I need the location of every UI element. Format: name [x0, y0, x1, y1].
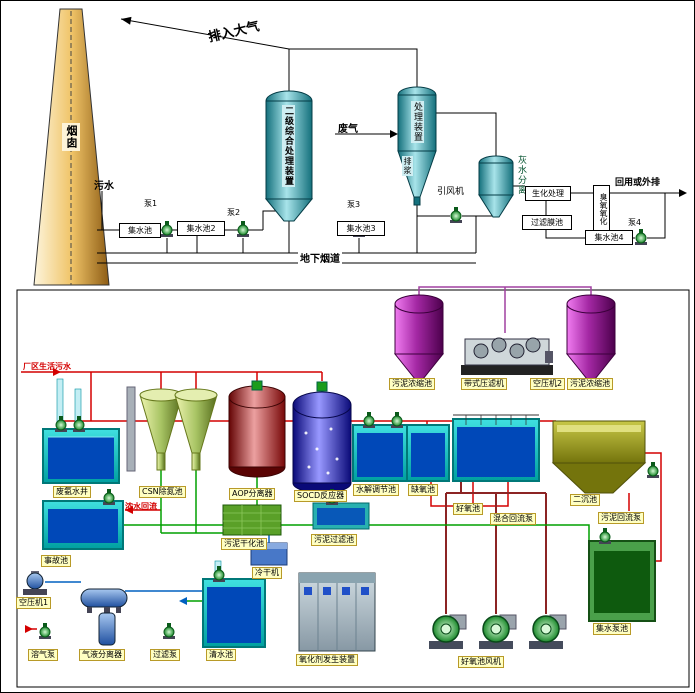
up-arrow-icon	[121, 16, 132, 25]
chimney-label: 烟囱	[62, 123, 80, 151]
aerobic-blowers-shape	[429, 614, 567, 649]
pump3-label: 泵3	[347, 200, 361, 209]
reuse-discharge-label: 回用或外排	[615, 178, 661, 188]
belt-press-shape	[461, 337, 553, 375]
air-compressor1-label: 空压机1	[16, 597, 52, 609]
sludge-thickener-left-shape	[393, 294, 445, 380]
belt-press-label: 带式压滤机	[461, 378, 507, 390]
cold-dryer-label: 冷干机	[252, 567, 282, 579]
csn-tank-shape	[126, 386, 218, 472]
waste-gas-label: 废气	[338, 124, 358, 135]
right-arrow-icon	[679, 189, 687, 197]
socd-reactor-shape	[292, 381, 352, 494]
sludge-filter-tank-shape	[312, 502, 370, 530]
secondary-clarifier-shape	[551, 420, 647, 494]
sludge-thickener-left-label: 污泥浓缩池	[389, 378, 435, 390]
hydrolysis-tank-label: 水解调节池	[353, 484, 399, 496]
sludge-drying-tank-shape	[222, 504, 282, 536]
pump-icon	[634, 228, 648, 246]
ash-separator-label: 灰水分离	[516, 155, 526, 195]
sump1-box: 集水池	[119, 223, 161, 238]
underground-flue-label: 地下烟道	[298, 250, 342, 265]
anoxic-tank-shape	[406, 424, 450, 482]
slurry-discharge-label: 排浆	[402, 156, 413, 176]
mixed-return-pump-label: 混合回流泵	[490, 513, 536, 525]
accident-tank-shape	[42, 500, 124, 550]
magenta-piping	[418, 286, 592, 333]
accident-tank-label: 事故池	[41, 555, 71, 567]
stack-discharge-arrow	[120, 18, 290, 50]
sewage-label: 污水	[94, 181, 114, 192]
pump-icon	[236, 220, 250, 238]
plant-sewage-inlet-label: 厂区生活污水	[23, 362, 71, 371]
aerobic-tank-label: 好氧池	[453, 503, 483, 515]
bio-treatment-box: 生化处理	[525, 186, 571, 201]
filter-pump-label: 过滤泵	[150, 649, 180, 661]
aop-separator-shape	[228, 380, 286, 478]
anoxic-tank-label: 缺氧池	[408, 484, 438, 496]
csn-tank-label: CSN除氮池	[139, 486, 186, 498]
inlet-arrow-icon	[25, 625, 33, 633]
sump4-box: 集水池4	[585, 230, 633, 245]
sludge-thickener-right-shape	[565, 294, 617, 380]
return-arrow-icon	[125, 506, 133, 514]
oxidant-generator-label: 氧化剂发生装置	[296, 654, 358, 666]
oxidant-generator-shape	[298, 572, 376, 652]
gas-liquid-separator-shape	[98, 607, 116, 646]
sludge-return-pump-label: 污泥回流泵	[598, 512, 644, 524]
inlet-arrow-icon	[53, 368, 61, 376]
aerobic-tank-shape	[452, 414, 540, 482]
sludge-thickener-right-label: 污泥浓缩池	[567, 378, 613, 390]
treatment-unit-label: 处理装置	[411, 101, 424, 143]
sump3-box: 集水池3	[337, 221, 385, 236]
dissolved-air-pump-label: 溶气泵	[28, 649, 58, 661]
sump-pump-tank-shape	[588, 540, 656, 622]
air-compressor1-shape	[23, 571, 47, 595]
ash-separator-shape	[478, 155, 514, 218]
waste-ammonia-well-label: 废氨水井	[53, 486, 91, 498]
fan-pump-icon	[449, 206, 463, 224]
induced-fan-label: 引风机	[437, 187, 465, 197]
air-compressor2-label: 空压机2	[530, 378, 566, 390]
clean-water-tank-shape	[202, 578, 266, 648]
waste-ammonia-well-shape	[42, 428, 120, 484]
clean-water-tank-label: 清水池	[206, 649, 236, 661]
right-arrow-icon	[390, 130, 398, 138]
scrubber-column-label: 二级综合处理装置	[282, 105, 295, 187]
aerobic-blowers-label: 好氧池风机	[458, 656, 504, 668]
concentrate-return-label: 浓水回流	[125, 502, 157, 511]
pump-icon	[160, 220, 174, 238]
sludge-filter-label: 污泥过滤池	[311, 534, 357, 546]
socd-reactor-label: SOCD反应器	[294, 490, 348, 502]
hydrolysis-tank-shape	[352, 424, 408, 482]
outflow-arrow-icon	[179, 597, 187, 605]
gas-liquid-separator-label: 气液分离器	[79, 649, 125, 661]
pump2-label: 泵2	[227, 208, 241, 217]
sump2-box: 集水池2	[177, 221, 225, 236]
aop-separator-label: AOP分离器	[229, 488, 276, 500]
pump1-label: 泵1	[144, 199, 158, 208]
secondary-clarifier-label: 二沉池	[570, 494, 600, 506]
ozone-oxidation-box: 臭氧氧化	[593, 185, 610, 231]
top-piping	[97, 48, 679, 264]
sludge-drying-label: 污泥干化池	[221, 538, 267, 550]
sump-pump-tank-label: 集水泵池	[593, 623, 631, 635]
pump4-label: 泵4	[628, 218, 642, 227]
filter-membrane-box: 过滤膜池	[522, 215, 572, 230]
